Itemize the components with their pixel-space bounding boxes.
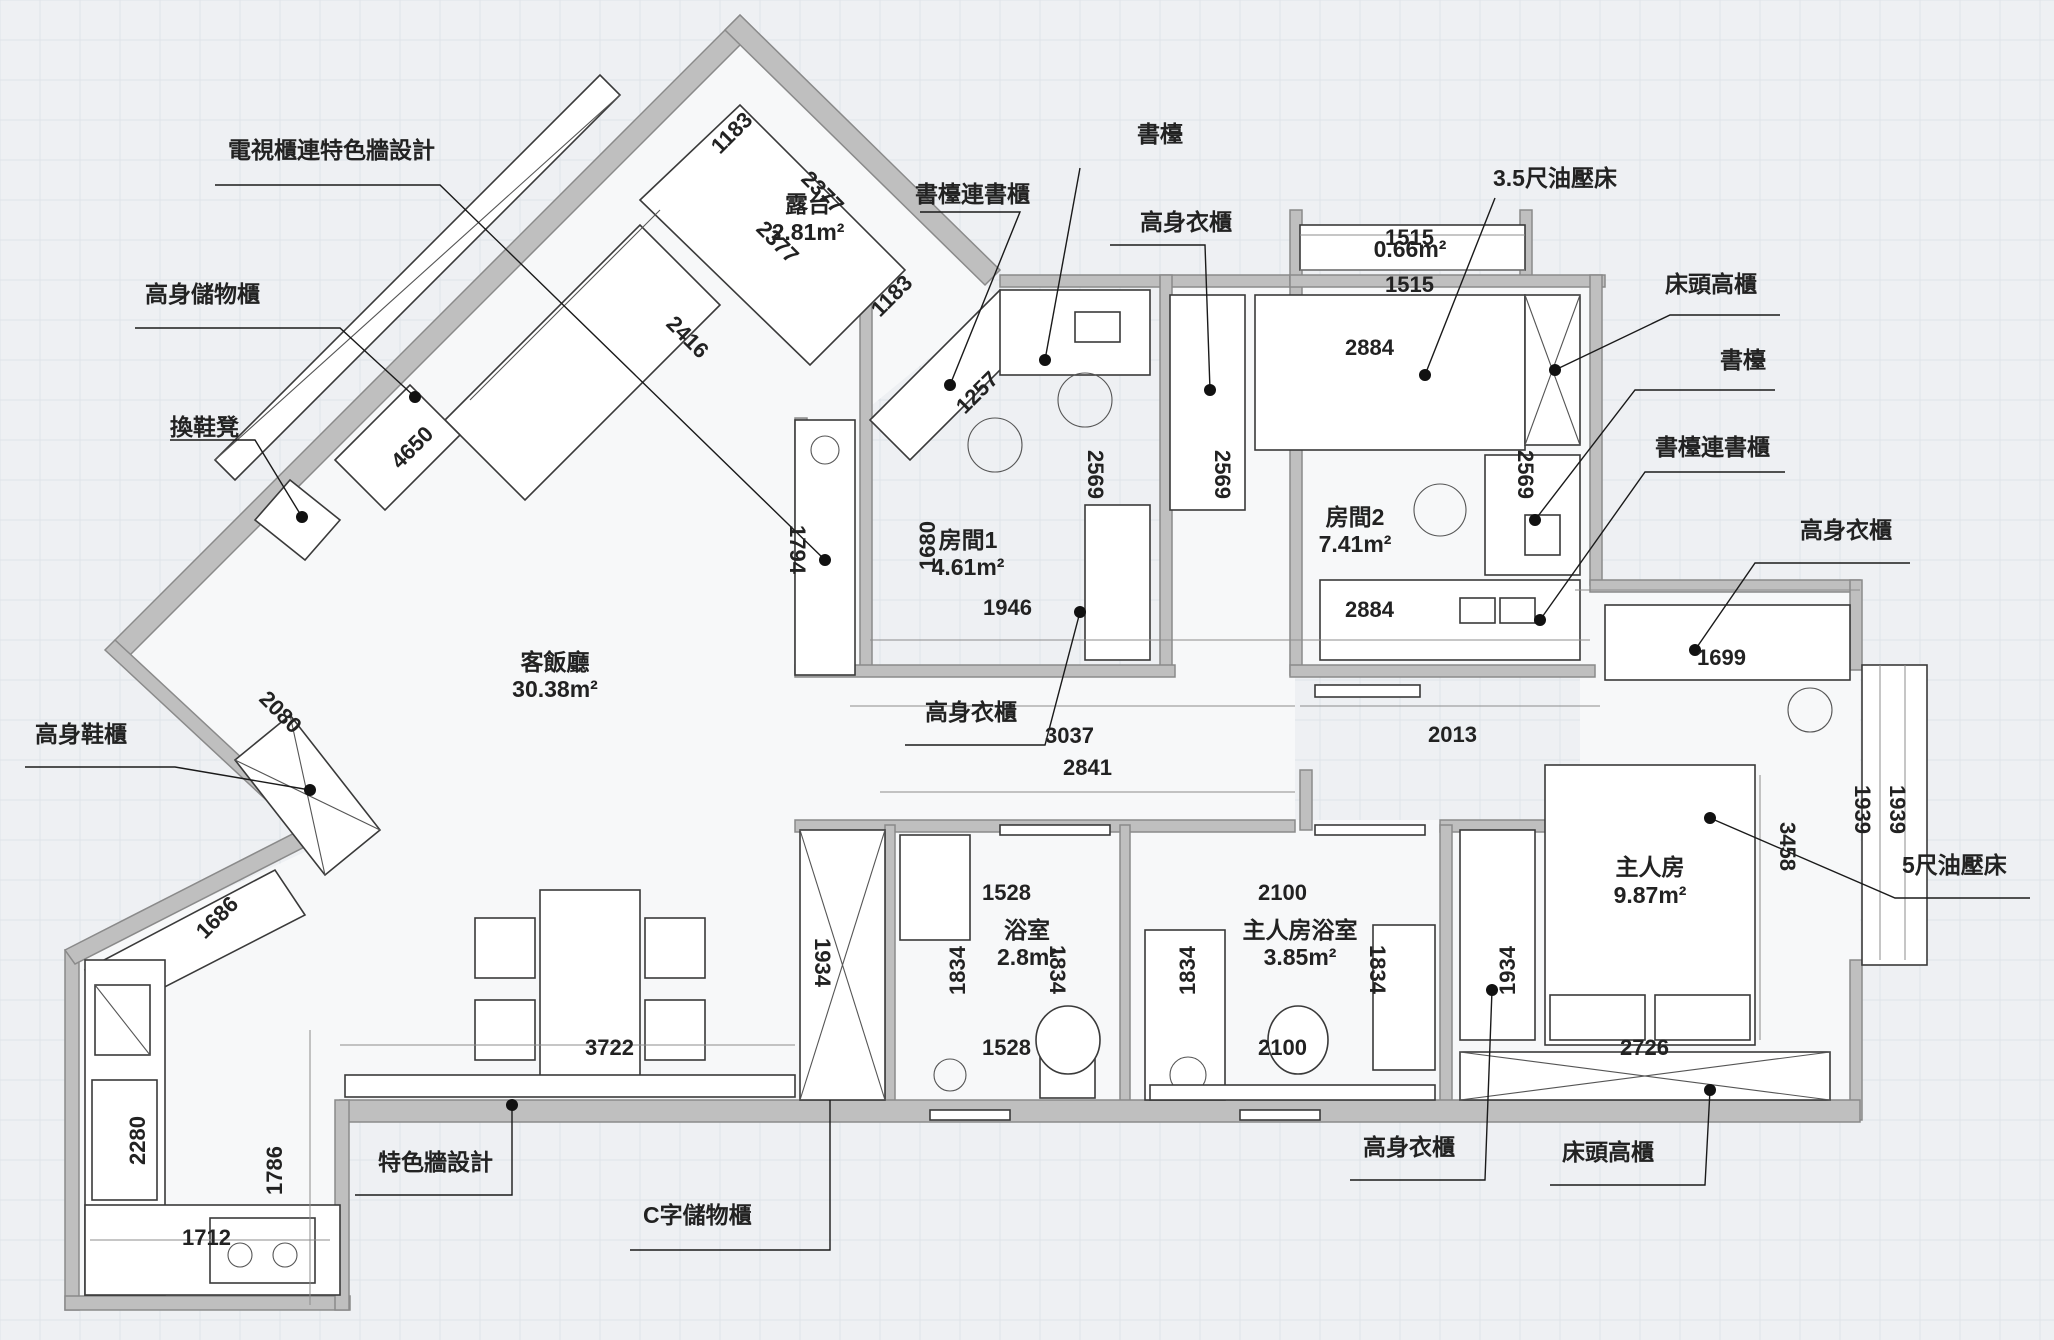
label-desk-2: 書檯 bbox=[1720, 347, 1766, 373]
dim-label: 1834 bbox=[1365, 945, 1390, 995]
label-shoe-bench: 換鞋凳 bbox=[170, 414, 239, 440]
room-name-room1: 房間1 bbox=[939, 527, 998, 553]
room-name-terrace: 露台 bbox=[785, 191, 831, 217]
dim-label: 1680 bbox=[915, 521, 940, 570]
room-area-living: 30.38m² bbox=[512, 676, 598, 702]
dim-label: 1515 bbox=[1385, 272, 1434, 297]
label-wardrobe-master-top: 高身衣櫃 bbox=[1800, 517, 1892, 543]
dimension-lines bbox=[90, 234, 1906, 1305]
room-name-master: 主人房 bbox=[1616, 854, 1685, 880]
dim-label: 2569 bbox=[1513, 450, 1538, 499]
room-area-balcony: 0.66m² bbox=[1374, 236, 1447, 262]
dim-label: 2100 bbox=[1258, 1035, 1307, 1060]
dim-label: 1834 bbox=[945, 945, 970, 995]
dim-label: 2569 bbox=[1083, 450, 1108, 499]
dim-label: 1794 bbox=[785, 525, 810, 575]
label-headboard-master: 床頭高櫃 bbox=[1562, 1139, 1654, 1165]
room-area-bath: 2.8m² bbox=[997, 944, 1057, 970]
dim-label: 3458 bbox=[1775, 822, 1800, 871]
dim-label: 2841 bbox=[1063, 755, 1112, 780]
label-bed-5ft: 5尺油壓床 bbox=[1902, 852, 2007, 878]
label-bed-3-5ft: 3.5尺油壓床 bbox=[1493, 165, 1617, 191]
room-area-terrace: 2.81m² bbox=[772, 219, 845, 245]
leader-lines bbox=[25, 167, 2030, 1251]
room-area-master-bath: 3.85m² bbox=[1264, 944, 1337, 970]
dim-label: 1712 bbox=[182, 1225, 231, 1250]
dim-label: 1528 bbox=[982, 880, 1031, 905]
dim-label: 3037 bbox=[1045, 723, 1094, 748]
room-area-room1: 4.61m² bbox=[932, 554, 1005, 580]
room-name-bath: 浴室 bbox=[1004, 917, 1050, 943]
label-shoe-cabinet: 高身鞋櫃 bbox=[35, 721, 127, 747]
dim-label: 1834 bbox=[1175, 945, 1200, 995]
label-tv-feature-wall: 電視櫃連特色牆設計 bbox=[228, 137, 435, 163]
label-feature-wall: 特色牆設計 bbox=[378, 1149, 493, 1175]
dim-label: 2884 bbox=[1345, 335, 1395, 360]
dim-label: 2100 bbox=[1258, 880, 1307, 905]
dim-label: 1528 bbox=[982, 1035, 1031, 1060]
room-name-master-bath: 主人房浴室 bbox=[1243, 917, 1358, 943]
dim-label: 2726 bbox=[1620, 1035, 1669, 1060]
dim-label: 1934 bbox=[1495, 945, 1520, 995]
dim-label: 1699 bbox=[1697, 645, 1746, 670]
dim-label: 2013 bbox=[1428, 722, 1477, 747]
room-labels: 客飯廳 30.38m² 露台 2.81m² 房間1 4.61m² 房間2 7.4… bbox=[512, 191, 1687, 970]
dim-label: 1946 bbox=[983, 595, 1032, 620]
dim-label: 1786 bbox=[262, 1146, 287, 1195]
label-desk-1: 書檯 bbox=[1137, 121, 1183, 147]
leader-dots bbox=[296, 354, 1716, 1111]
room-area-master: 9.87m² bbox=[1614, 882, 1687, 908]
label-desk-bookcase-2: 書檯連書櫃 bbox=[1655, 434, 1770, 460]
label-c-storage: C字儲物櫃 bbox=[643, 1202, 752, 1228]
dim-label: 1939 bbox=[1885, 785, 1910, 834]
dim-label: 2569 bbox=[1210, 450, 1235, 499]
label-wardrobe-room2: 高身衣櫃 bbox=[1140, 209, 1232, 235]
dim-label: 2884 bbox=[1345, 597, 1395, 622]
room-name-room2: 房間2 bbox=[1326, 504, 1385, 530]
dim-label: 1934 bbox=[810, 938, 835, 988]
annotation-labels: 電視櫃連特色牆設計 高身儲物櫃 換鞋凳 高身鞋櫃 書檯連書櫃 書檯 高身衣櫃 3… bbox=[35, 121, 2007, 1228]
dim-label: 1515 bbox=[1385, 225, 1434, 250]
room-name-living: 客飯廳 bbox=[521, 649, 590, 675]
room-area-room2: 7.41m² bbox=[1319, 531, 1392, 557]
dim-label: 2280 bbox=[125, 1116, 150, 1165]
dim-label: 3722 bbox=[585, 1035, 634, 1060]
dim-label: 1834 bbox=[1045, 945, 1070, 995]
label-headboard-room2: 床頭高櫃 bbox=[1665, 271, 1757, 297]
label-wardrobe-room1: 高身衣櫃 bbox=[925, 699, 1017, 725]
label-wardrobe-master: 高身衣櫃 bbox=[1363, 1134, 1455, 1160]
dim-label: 1939 bbox=[1850, 785, 1875, 834]
label-desk-bookcase-1: 書檯連書櫃 bbox=[915, 181, 1030, 207]
label-tall-storage: 高身儲物櫃 bbox=[145, 281, 260, 307]
